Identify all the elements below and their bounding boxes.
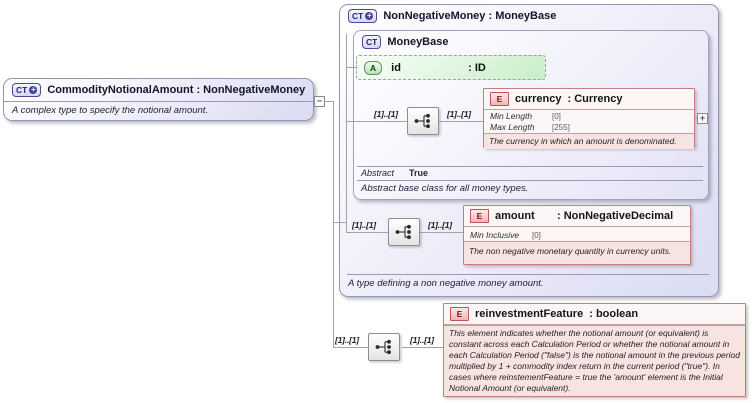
facet-label: Min Length (490, 111, 533, 121)
currency-element-type: : Currency (567, 93, 623, 105)
reinvestment-feature-annotation: This element indicates whether the notio… (444, 325, 745, 396)
attribute-icon: A (364, 60, 383, 75)
reinvestment-feature-element-box[interactable]: E reinvestmentFeature : boolean This ele… (443, 303, 746, 397)
sequence-compositor-icon[interactable] (368, 333, 400, 361)
non-negative-money-annotation: A type defining a non negative money amo… (348, 278, 544, 289)
divider (357, 180, 703, 181)
amount-facets: Min Inclusive [0] (464, 227, 690, 241)
cardinality-label: [1]..[1] (335, 335, 359, 345)
commodity-notional-amount-title: CommodityNotionalAmount : NonNegativeMon… (47, 84, 306, 96)
element-icon: E (490, 92, 509, 106)
amount-annotation: The non negative monetary quantity in cu… (464, 241, 690, 264)
money-base-title: MoneyBase (387, 36, 449, 48)
cardinality-label: [1]..[1] (352, 220, 376, 230)
id-attribute-type: : ID (468, 61, 486, 74)
collapse-handle-icon[interactable]: − (314, 96, 325, 107)
abstract-facet-label: Abstract (361, 168, 395, 178)
divider (357, 166, 703, 167)
id-attribute-name: id (391, 61, 401, 74)
cardinality-label: [1]..[1] (374, 109, 398, 119)
amount-element-type: : NonNegativeDecimal (557, 210, 674, 222)
ct-badge-label: CT (16, 85, 28, 95)
plus-circle-icon: + (365, 11, 374, 20)
reinvestment-feature-type: : boolean (589, 308, 639, 320)
facet-value: [0] (552, 112, 561, 121)
plus-circle-icon: + (29, 85, 38, 94)
facet-value: [255] (552, 123, 570, 132)
complex-type-icon: CT + (348, 9, 378, 23)
currency-facets: Min Length [0] Max Length [255] (484, 110, 694, 133)
amount-element-name: amount (495, 210, 535, 222)
id-attribute-box[interactable]: A id : ID (356, 55, 546, 80)
sequence-compositor-icon[interactable] (407, 107, 439, 135)
connector-line (333, 347, 368, 348)
cardinality-label: [1]..[1] (447, 109, 471, 119)
sequence-glyph (375, 339, 391, 355)
sequence-compositor-icon[interactable] (388, 218, 420, 246)
facet-label: Min Inclusive (470, 230, 520, 240)
facet-row: Min Length [0] (490, 111, 688, 122)
facet-value: [0] (532, 231, 541, 240)
connector-line (402, 347, 443, 348)
cardinality-label: [1]..[1] (410, 335, 434, 345)
commodity-notional-amount-box[interactable]: CT + CommodityNotionalAmount : NonNegati… (3, 78, 314, 121)
divider (347, 274, 709, 275)
money-base-annotation: Abstract base class for all money types. (361, 183, 529, 194)
cardinality-label: [1]..[1] (428, 220, 452, 230)
commodity-notional-amount-annotation: A complex type to specify the notional a… (12, 105, 209, 116)
element-icon: E (450, 307, 469, 321)
currency-annotation: The currency in which an amount is denom… (484, 133, 694, 149)
sequence-glyph (414, 113, 430, 129)
connector-line (325, 101, 333, 102)
complex-type-icon: CT (362, 35, 382, 49)
expand-handle-icon[interactable]: + (697, 113, 708, 124)
non-negative-money-title: NonNegativeMoney : MoneyBase (383, 10, 557, 22)
ct-badge-label: CT (352, 11, 364, 21)
amount-element-box[interactable]: E amount : NonNegativeDecimal Min Inclus… (463, 205, 691, 265)
sequence-glyph (395, 224, 411, 240)
abstract-facet-value: True (409, 168, 429, 178)
reinvestment-feature-name: reinvestmentFeature (475, 308, 584, 320)
facet-row: Max Length [255] (490, 122, 688, 133)
currency-element-box[interactable]: E currency : Currency Min Length [0] Max… (483, 88, 695, 149)
connector-line (333, 101, 334, 348)
facet-row: Min Inclusive [0] (470, 230, 684, 241)
complex-type-icon: CT + (12, 83, 42, 97)
ct-badge-label: CT (366, 37, 378, 47)
facet-label: Max Length (490, 122, 535, 132)
currency-element-name: currency (515, 93, 562, 105)
element-icon: E (470, 209, 489, 223)
